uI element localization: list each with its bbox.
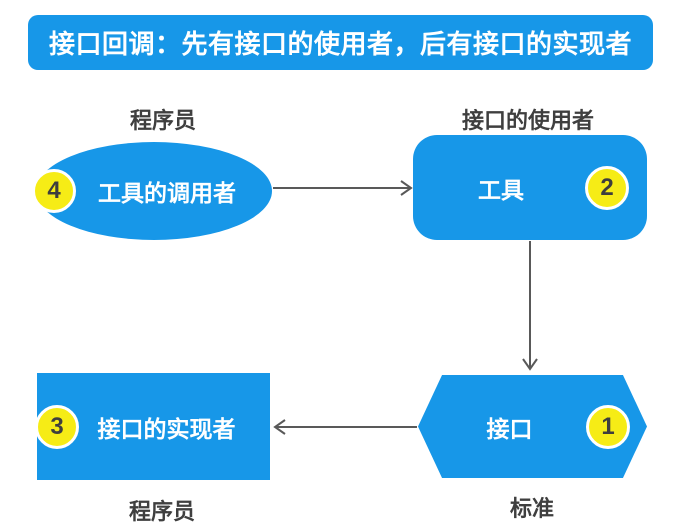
caption-interface-user: 接口的使用者 <box>461 108 594 133</box>
node-tool-caller: 4 工具的调用者 <box>32 142 272 240</box>
arrow-caller-to-tool <box>273 180 413 196</box>
title-text: 接口回调：先有接口的使用者，后有接口的实现者 <box>48 29 632 59</box>
node-interface-label: 接口 <box>486 415 533 442</box>
caption-programmer-top: 程序员 <box>129 108 196 133</box>
arrow-tool-to-interface <box>522 241 538 371</box>
badge-3: 3 <box>35 404 79 449</box>
title-banner: 接口回调：先有接口的使用者，后有接口的实现者 <box>28 15 653 70</box>
node-interface: 1 接口 <box>418 375 647 478</box>
caption-standard: 标准 <box>509 496 554 521</box>
node-tool: 2 工具 <box>413 135 647 240</box>
badge-4: 4 <box>32 169 76 213</box>
badge-2: 2 <box>585 165 629 210</box>
caption-programmer-bottom: 程序员 <box>128 499 195 524</box>
node-interface-implementer-label: 接口的实现者 <box>97 415 236 442</box>
node-tool-caller-label: 工具的调用者 <box>98 180 236 206</box>
badge-1: 1 <box>586 404 630 449</box>
node-tool-label: 工具 <box>478 176 524 203</box>
arrow-interface-to-implementer <box>273 419 417 435</box>
node-interface-implementer: 3 接口的实现者 <box>35 373 270 480</box>
